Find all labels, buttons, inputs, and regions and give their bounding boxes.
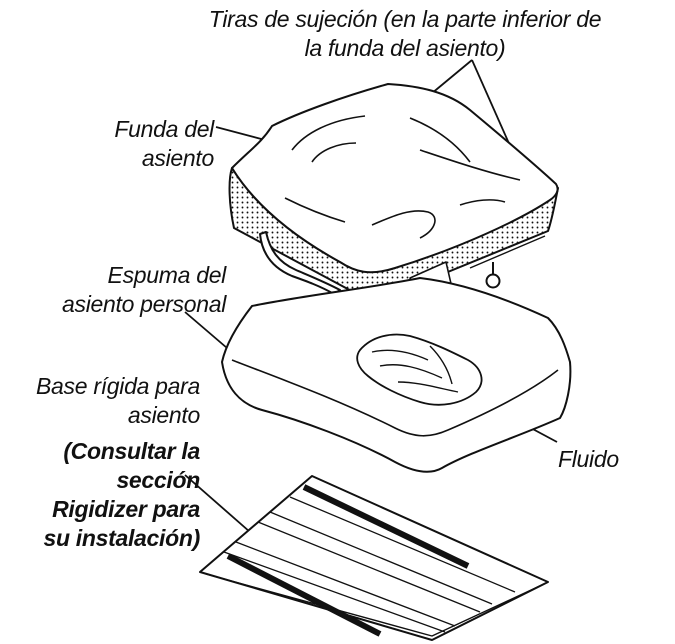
wrinkle <box>371 210 436 239</box>
leader-cover <box>215 126 266 141</box>
rigid-base-board <box>199 475 549 641</box>
label-base-note-line-1: (Consultar la <box>63 438 200 464</box>
wrinkle <box>311 142 357 163</box>
seat-cover-wrinkles <box>284 115 521 239</box>
wrinkle <box>459 199 506 206</box>
label-base-note: (Consultar la sección Rigidizer para su … <box>4 437 200 553</box>
label-base-note-line-4: su instalación) <box>43 525 200 551</box>
groove <box>223 551 446 633</box>
fluid-pad-folds <box>371 345 459 393</box>
fold <box>429 345 453 385</box>
label-cover: Funda del asiento <box>74 115 214 173</box>
label-base: Base rígida para asiento <box>4 372 200 430</box>
label-base-note-line-2: sección <box>116 467 200 493</box>
rigid-base-bar <box>226 553 382 637</box>
groove <box>289 496 516 593</box>
label-base-note-line-3: Rigidizer para <box>52 496 200 522</box>
foam-insert-top-edge <box>231 359 559 437</box>
label-foam-line-2: asiento personal <box>62 291 226 317</box>
fold <box>379 364 443 379</box>
zipper-pull-icon <box>485 273 501 289</box>
foam-insert <box>221 277 572 473</box>
label-base-line-1: Base rígida para <box>36 373 200 399</box>
rigid-base-bar <box>302 484 470 569</box>
wrinkle <box>409 117 471 163</box>
groove <box>235 541 456 627</box>
leader-base <box>184 474 251 533</box>
fold <box>371 349 429 361</box>
groove <box>257 521 481 613</box>
rigid-base-grooves <box>223 496 516 633</box>
label-foam-line-1: Espuma del <box>107 262 227 288</box>
wrinkle <box>284 197 346 223</box>
seat-cover <box>228 83 559 303</box>
label-base-line-2: asiento <box>127 402 200 428</box>
label-foam: Espuma del asiento personal <box>26 261 226 319</box>
groove <box>269 511 493 605</box>
label-cover-line-1: Funda del <box>114 116 214 142</box>
label-fluid-text: Fluido <box>558 446 619 472</box>
label-strips-line-1: Tiras de sujeción (en la parte inferior … <box>208 6 602 32</box>
rigid-base-edge <box>205 573 545 637</box>
fold <box>397 381 459 393</box>
label-cover-line-2: asiento <box>141 145 214 171</box>
rigid-base-surface <box>199 475 549 641</box>
label-strips: Tiras de sujeción (en la parte inferior … <box>145 5 665 63</box>
wrinkle <box>419 149 521 181</box>
label-strips-line-2: la funda del asiento) <box>304 35 506 61</box>
wrinkle <box>291 115 366 151</box>
seat-cover-zipper <box>469 235 546 269</box>
label-fluid: Fluido <box>558 445 619 474</box>
